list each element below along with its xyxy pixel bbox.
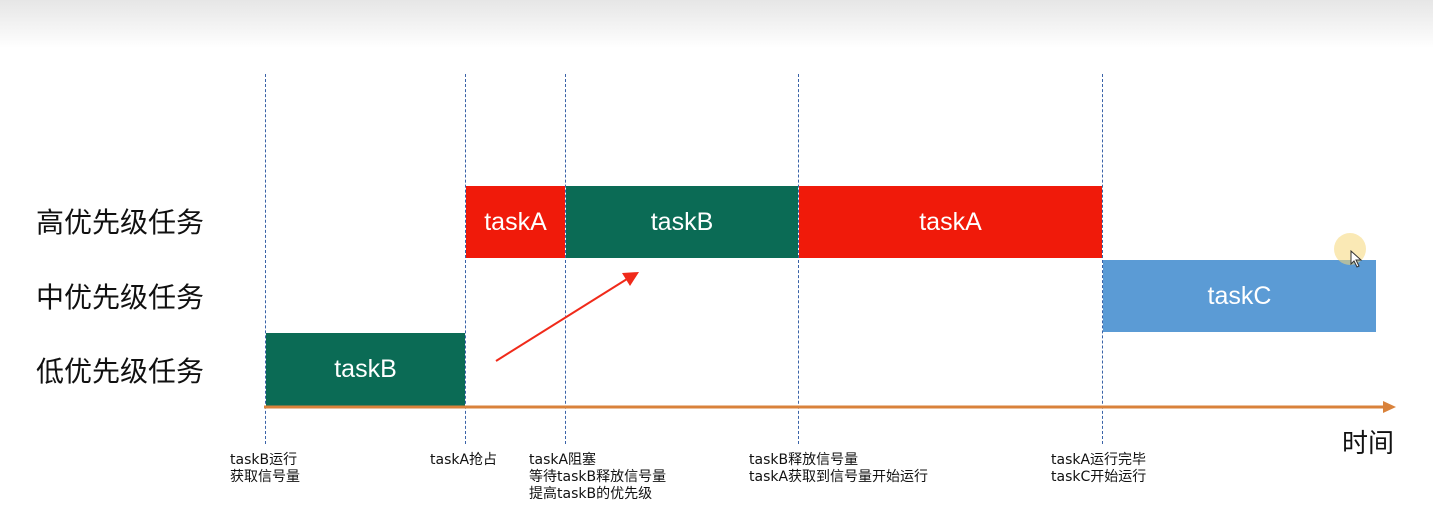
bar-label: taskA (919, 207, 982, 236)
row-label-mid-priority: 中优先级任务 (36, 281, 205, 314)
row-label-low-priority: 低优先级任务 (36, 355, 205, 388)
annotation-line: taskB运行 (230, 452, 298, 468)
annotation-3: taskA阻塞 等待taskB释放信号量 提高taskB的优先级 (529, 452, 666, 503)
high-priority-taskB-bar: taskB (566, 186, 798, 258)
guide-line-4 (798, 74, 799, 444)
annotation-line: 等待taskB释放信号量 (529, 469, 667, 485)
annotation-line: taskA阻塞 (529, 452, 597, 468)
annotation-line: 获取信号量 (230, 469, 300, 485)
bar-label: taskC (1207, 281, 1272, 310)
mouse-pointer-icon (1350, 250, 1363, 268)
guide-line-5 (1102, 74, 1103, 444)
bar-label: taskB (650, 207, 714, 236)
guide-line-1 (265, 74, 266, 444)
bar-label: taskB (334, 355, 397, 383)
annotation-5: taskA运行完毕 taskC开始运行 (1051, 452, 1146, 486)
time-axis-arrowhead (1383, 401, 1396, 413)
time-axis-label: 时间 (1342, 429, 1395, 459)
annotation-4: taskB释放信号量 taskA获取到信号量开始运行 (749, 452, 928, 486)
priority-raise-arrowhead (622, 272, 639, 286)
annotation-line: taskB释放信号量 (749, 452, 859, 468)
annotation-line: taskA抢占 (430, 452, 498, 468)
low-priority-taskB-bar: taskB (266, 333, 465, 406)
annotation-line: taskA运行完毕 (1051, 452, 1147, 468)
guide-line-3 (565, 74, 566, 444)
annotation-line: 提高taskB的优先级 (529, 486, 653, 502)
guide-line-2 (465, 74, 466, 444)
annotation-line: taskA获取到信号量开始运行 (749, 469, 929, 485)
high-priority-taskA-bar-2: taskA (799, 186, 1102, 258)
priority-raise-arrow (495, 278, 628, 362)
annotation-1: taskB运行 获取信号量 (230, 452, 300, 486)
high-priority-taskA-bar-1: taskA (466, 186, 565, 258)
annotation-line: taskC开始运行 (1051, 469, 1147, 485)
window-top-bar (0, 0, 1433, 48)
row-label-high-priority: 高优先级任务 (36, 206, 205, 239)
mid-priority-taskC-bar: taskC (1103, 260, 1376, 332)
bar-label: taskA (484, 207, 547, 236)
annotation-2: taskA抢占 (430, 452, 497, 469)
